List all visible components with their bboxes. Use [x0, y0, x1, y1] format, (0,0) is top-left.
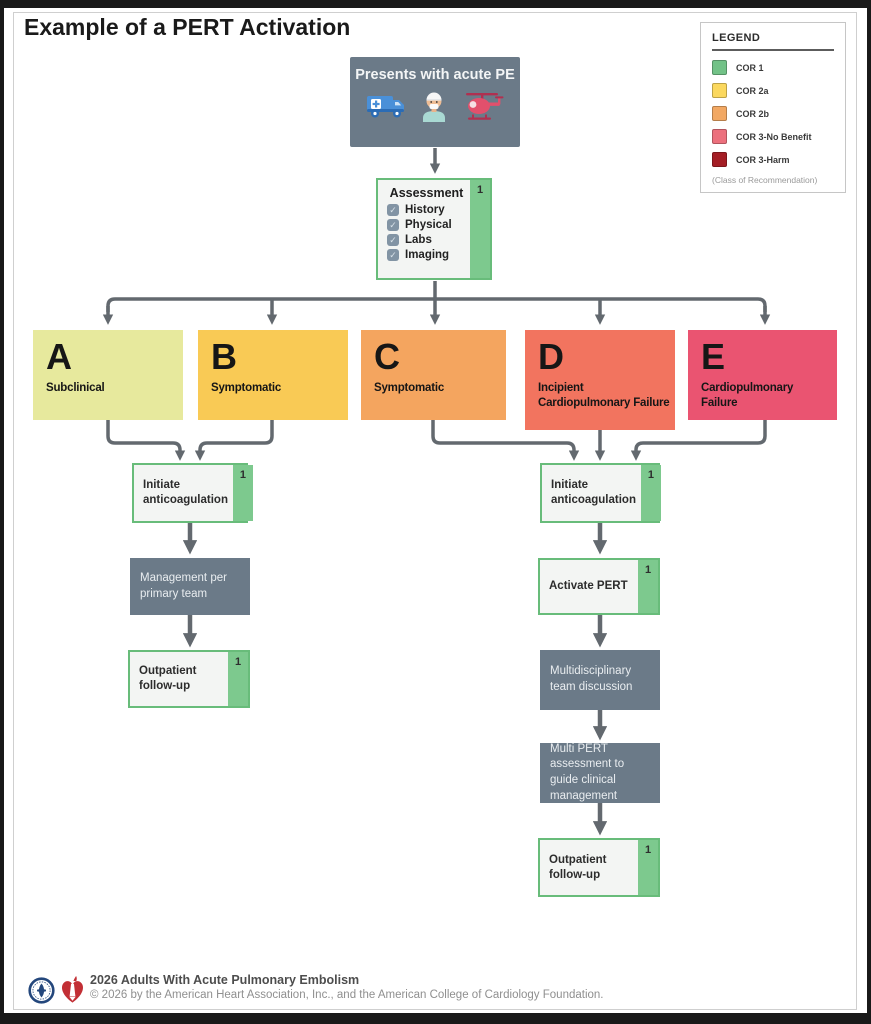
legend-item: COR 2a [712, 83, 834, 98]
outpatient-follow-up-box-right: Outpatient follow-up 1 [538, 838, 660, 897]
cor-badge: 1 [638, 560, 658, 613]
checkbox-checked-icon: ✓ [387, 249, 399, 261]
category-box-e: E Cardiopulmonary Failure [688, 330, 837, 420]
category-box-a: A Subclinical [33, 330, 183, 420]
checkbox-checked-icon: ✓ [387, 219, 399, 231]
multidisciplinary-team-discussion-box: Multidisciplinary team discussion [540, 650, 660, 710]
checkbox-checked-icon: ✓ [387, 204, 399, 216]
assessment-item: ✓ Imaging [387, 249, 466, 261]
footer: 2026 Adults With Acute Pulmonary Embolis… [90, 973, 604, 1001]
cor-badge: 1 [470, 180, 490, 278]
legend-item-label: COR 3-No Benefit [736, 131, 812, 142]
legend-item: COR 3-Harm [712, 152, 834, 167]
legend: LEGEND COR 1 COR 2a COR 2b COR 3-No Bene… [700, 22, 846, 193]
cor-badge: 1 [228, 652, 248, 706]
category-label: Subclinical [46, 382, 105, 394]
assessment-item: ✓ Labs [387, 234, 466, 246]
assessment-title: Assessment [389, 186, 464, 200]
category-label: Incipient Cardiopulmonary Failure [538, 382, 670, 409]
cor3-harm-swatch-icon [712, 152, 727, 167]
legend-item-label: COR 2a [736, 85, 769, 96]
presents-with-acute-pe-box: Presents with acute PE [350, 57, 520, 147]
acc-logo [28, 977, 55, 1004]
assessment-item-label: Imaging [405, 249, 450, 261]
cor-badge: 1 [640, 465, 661, 521]
aha-heart-torch-logo [61, 976, 84, 1003]
node-label: Activate PERT [549, 580, 628, 593]
management-per-primary-team-box: Management per primary team [130, 558, 250, 615]
cor-badge: 1 [638, 840, 658, 895]
category-letter: A [46, 336, 72, 377]
ambulance-icon [367, 96, 404, 118]
assessment-item-label: History [405, 204, 445, 216]
initiate-anticoagulation-box-right: Initiate anticoagulation 1 [540, 463, 661, 523]
clinician-icon [423, 92, 445, 122]
cor2b-swatch-icon [712, 106, 727, 121]
multi-pert-assessment-box: Multi PERT assessment to guide clinical … [540, 743, 660, 803]
assessment-item-label: Physical [405, 219, 452, 231]
category-letter: D [538, 336, 564, 377]
category-box-b: B Symptomatic [198, 330, 348, 420]
legend-item: COR 2b [712, 106, 834, 121]
node-label: Outpatient follow-up [139, 665, 197, 692]
start-box-icons [350, 83, 520, 122]
initiate-anticoagulation-box-left: Initiate anticoagulation 1 [132, 463, 253, 523]
footer-copyright: © 2026 by the American Heart Association… [90, 989, 604, 1001]
node-label: Outpatient follow-up [549, 853, 607, 881]
legend-item-label: COR 1 [736, 62, 764, 73]
outpatient-follow-up-box-left: Outpatient follow-up 1 [128, 650, 250, 708]
category-letter: E [701, 336, 726, 377]
node-label: Initiate anticoagulation [143, 479, 228, 506]
legend-item-label: COR 2b [736, 108, 770, 119]
node-label: Management per primary team [140, 571, 227, 600]
cor-badge: 1 [232, 465, 253, 521]
legend-divider [712, 49, 834, 51]
legend-item: COR 3-No Benefit [712, 129, 834, 144]
assessment-box: Assessment ✓ History ✓ Physical ✓ Labs ✓… [376, 178, 492, 280]
legend-item-label: COR 3-Harm [736, 154, 790, 165]
node-label: Initiate anticoagulation [551, 479, 636, 506]
category-label: Symptomatic [374, 382, 445, 394]
checkbox-checked-icon: ✓ [387, 234, 399, 246]
node-label: Multi PERT assessment to guide clinical … [550, 742, 625, 802]
activate-pert-box: Activate PERT 1 [538, 558, 660, 615]
category-letter: B [211, 336, 237, 377]
node-label: Multidisciplinary team discussion [550, 665, 633, 693]
legend-item: COR 1 [712, 60, 834, 75]
category-letter: C [374, 336, 400, 377]
assessment-item: ✓ History [387, 204, 466, 216]
start-box-label: Presents with acute PE [355, 67, 515, 83]
legend-note: (Class of Recommendation) [712, 175, 818, 185]
cor2a-swatch-icon [712, 83, 727, 98]
page-title: Example of a PERT Activation [24, 14, 351, 40]
legend-title: LEGEND [712, 32, 761, 44]
category-label: Symptomatic [211, 382, 282, 394]
assessment-body: Assessment ✓ History ✓ Physical ✓ Labs ✓… [378, 180, 470, 278]
category-box-c: C Symptomatic [361, 330, 506, 420]
footer-title: 2026 Adults With Acute Pulmonary Embolis… [90, 973, 360, 987]
cor3-no-benefit-swatch-icon [712, 129, 727, 144]
cor1-swatch-icon [712, 60, 727, 75]
helicopter-icon [466, 93, 504, 120]
assessment-item: ✓ Physical [387, 219, 466, 231]
category-label: Cardiopulmonary Failure [701, 382, 794, 409]
category-box-d: D Incipient Cardiopulmonary Failure [525, 330, 675, 430]
assessment-item-label: Labs [405, 234, 432, 246]
